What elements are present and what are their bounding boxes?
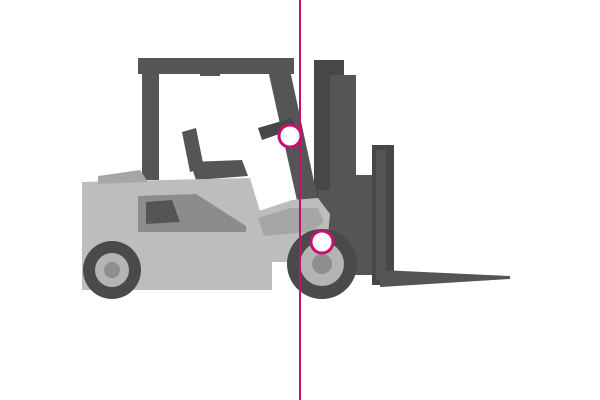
front-hub-core <box>312 254 332 274</box>
roof-tab <box>200 64 220 76</box>
circle-marker-icon <box>309 229 335 255</box>
circle-marker-icon <box>277 123 303 149</box>
rear-pillar <box>142 70 159 180</box>
front-wheel <box>287 229 357 299</box>
rear-wheel <box>83 241 141 299</box>
fork-carriage <box>350 145 510 287</box>
fork-upright-shade <box>376 150 386 280</box>
seat-back <box>182 128 204 172</box>
side-window-inner <box>146 200 180 224</box>
seat <box>182 128 248 180</box>
steering-wheel <box>258 118 296 140</box>
front-body-shade <box>258 208 324 236</box>
rear-hub-core <box>104 262 120 278</box>
fork-tine <box>380 270 510 287</box>
rear-top-shade <box>98 170 148 184</box>
seat-cushion <box>190 160 248 180</box>
